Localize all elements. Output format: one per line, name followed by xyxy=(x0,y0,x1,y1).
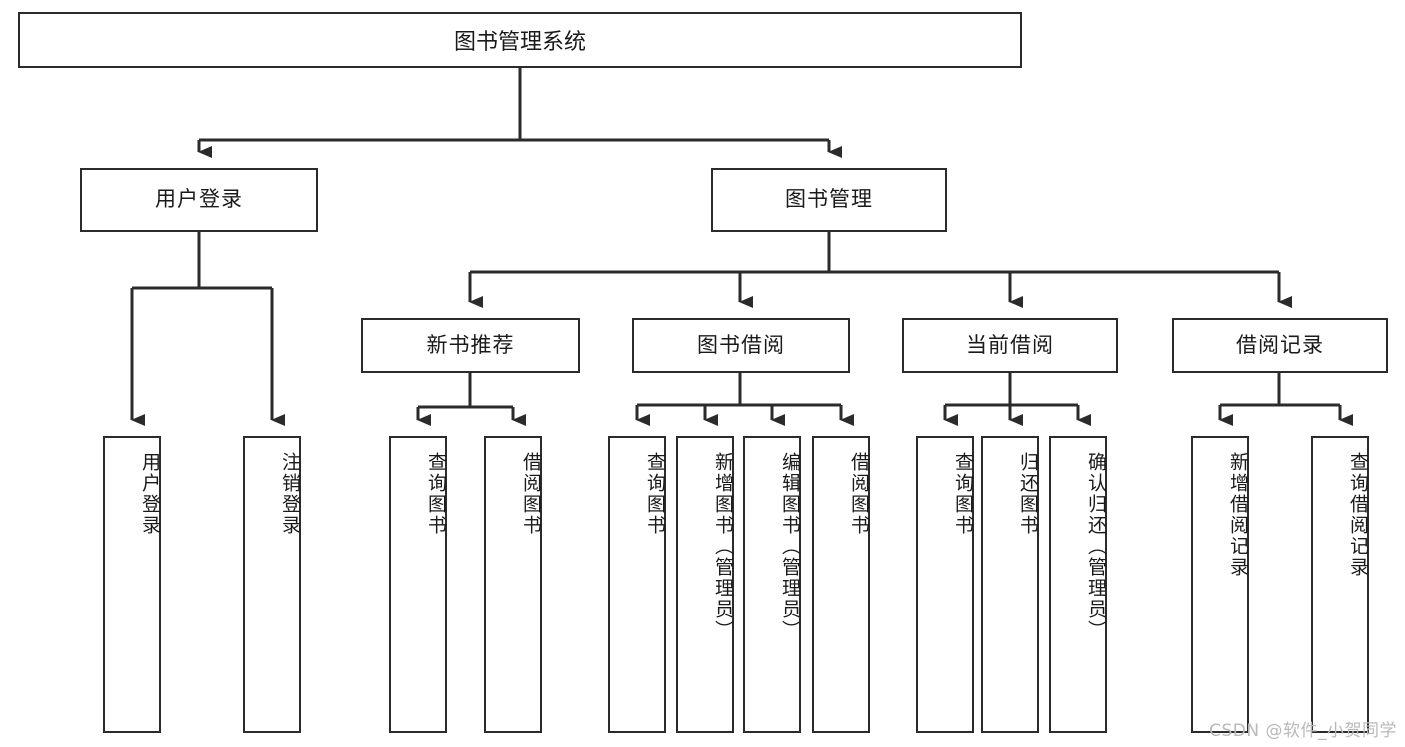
node-user-login-label: 用户登录 xyxy=(155,187,243,212)
node-current-borrow-label: 当前借阅 xyxy=(966,332,1054,357)
node-borrow-record[interactable]: 借阅记录 xyxy=(1172,318,1388,373)
node-book-borrow-label: 图书借阅 xyxy=(697,332,785,357)
leaf-add-borrow-record[interactable]: 新增借阅记录 xyxy=(1191,436,1249,733)
leaf-query-book-borrow[interactable]: 查询图书 xyxy=(608,436,666,733)
node-borrow-record-label: 借阅记录 xyxy=(1236,332,1324,357)
leaf-confirm-return-admin[interactable]: 确认归还（管理员） xyxy=(1049,436,1107,733)
node-root[interactable]: 图书管理系统 xyxy=(18,12,1022,68)
leaf-logout[interactable]: 注销登录 xyxy=(243,436,301,733)
leaf-borrow-book-recommend[interactable]: 借阅图书 xyxy=(484,436,542,733)
node-current-borrow[interactable]: 当前借阅 xyxy=(902,318,1118,373)
leaf-query-book-recommend-label: 查询图书 xyxy=(425,452,447,536)
node-book-management-label: 图书管理 xyxy=(785,187,873,212)
leaf-borrow-book-label: 借阅图书 xyxy=(848,452,870,536)
node-book-borrow[interactable]: 图书借阅 xyxy=(632,318,850,373)
leaf-borrow-book-recommend-label: 借阅图书 xyxy=(520,452,542,536)
leaf-return-book-label: 归还图书 xyxy=(1017,452,1039,536)
leaf-edit-book-admin[interactable]: 编辑图书（管理员） xyxy=(743,436,801,733)
leaf-query-borrow-record[interactable]: 查询借阅记录 xyxy=(1311,436,1369,733)
leaf-logout-label: 注销登录 xyxy=(279,452,301,536)
node-root-label: 图书管理系统 xyxy=(453,30,586,55)
node-book-management[interactable]: 图书管理 xyxy=(711,168,947,232)
leaf-confirm-return-admin-label: 确认归还（管理员） xyxy=(1085,452,1107,641)
leaf-borrow-book[interactable]: 借阅图书 xyxy=(812,436,870,733)
leaf-query-book-current[interactable]: 查询图书 xyxy=(916,436,974,733)
leaf-user-login-label: 用户登录 xyxy=(139,452,161,536)
leaf-edit-book-admin-label: 编辑图书（管理员） xyxy=(779,452,801,641)
leaf-query-book-current-label: 查询图书 xyxy=(952,452,974,536)
node-user-login[interactable]: 用户登录 xyxy=(80,168,318,232)
leaf-add-borrow-record-label: 新增借阅记录 xyxy=(1227,452,1249,578)
leaf-return-book[interactable]: 归还图书 xyxy=(981,436,1039,733)
leaf-add-book-admin[interactable]: 新增图书（管理员） xyxy=(676,436,734,733)
leaf-user-login[interactable]: 用户登录 xyxy=(103,436,161,733)
leaf-add-book-admin-label: 新增图书（管理员） xyxy=(712,452,734,641)
node-new-book-recommend-label: 新书推荐 xyxy=(426,332,515,357)
node-new-book-recommend[interactable]: 新书推荐 xyxy=(361,318,580,373)
leaf-query-book-borrow-label: 查询图书 xyxy=(644,452,666,536)
leaf-query-book-recommend[interactable]: 查询图书 xyxy=(389,436,447,733)
leaf-query-borrow-record-label: 查询借阅记录 xyxy=(1347,452,1369,578)
